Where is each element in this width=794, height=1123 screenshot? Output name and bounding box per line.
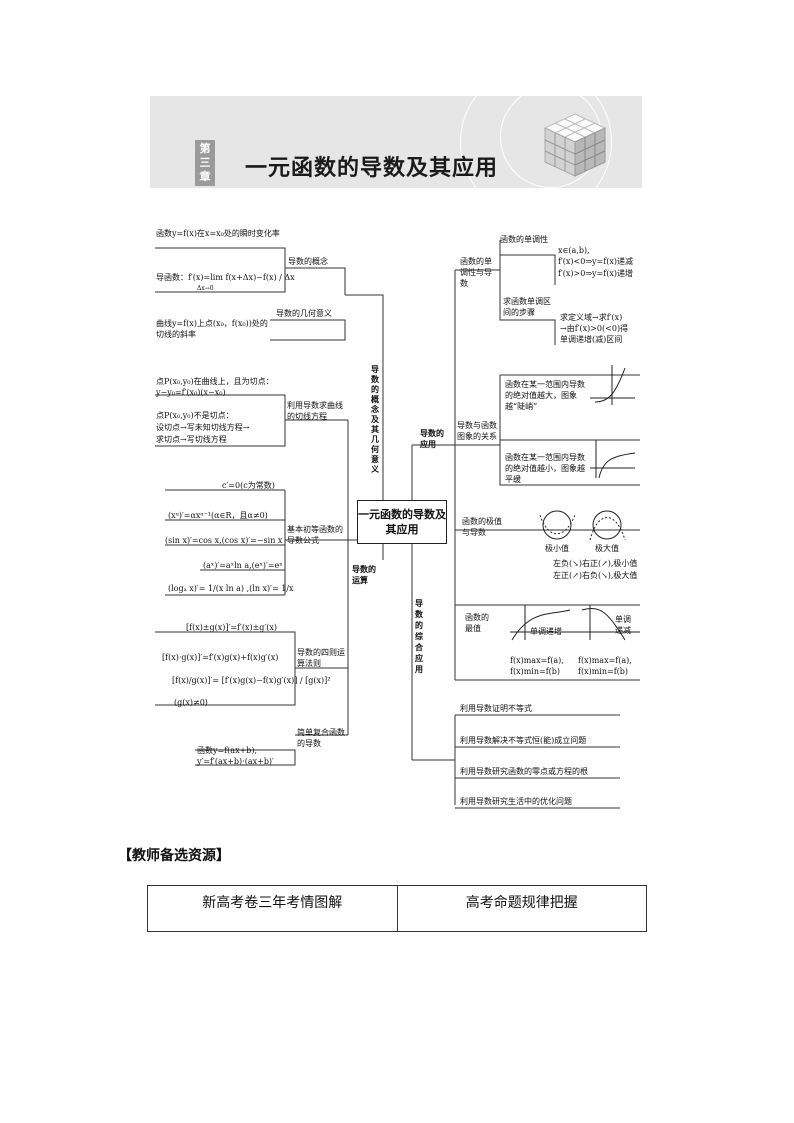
max1-line1: f(x)max=f(a),: [510, 656, 564, 665]
table-cell: 新高考卷三年考情图解: [148, 886, 398, 931]
formula-trig: (sin x)′=cos x,(cos x)′=−sin x: [165, 536, 283, 545]
max1-line2: f(x)min=f(b): [510, 667, 561, 676]
extreme-rule1: 左负(↘)右正(↗),极小值: [553, 559, 638, 568]
extreme-max-label: 极大值: [595, 544, 619, 553]
comprehensive-1: 利用导数证明不等式: [460, 704, 532, 713]
comprehensive-2: 利用导数解决不等式恒(能)成立问题: [460, 736, 587, 745]
max2-line2: f(x)min=f(b): [578, 667, 629, 676]
inc-label: 单调递增: [530, 627, 562, 636]
tangent-eq-node: 利用导数求曲线的切线方程: [287, 401, 343, 421]
comprehensive-4: 利用导数研究生活中的优化问题: [460, 797, 572, 806]
flat-text: 函数在某一范围内导数的绝对值越小，图象越平缓: [505, 453, 585, 484]
four-ops-node: 导数的四则运算法则: [297, 648, 345, 668]
branch-concept-label: 导数的概念及其几何意义: [371, 365, 379, 474]
tangent-not-line3: 求切点→写切线方程: [156, 435, 227, 444]
graph-group-node: 导数与函数图象的关系: [457, 421, 497, 441]
rule-quotient: [f(x)/g(x)]′= [f′(x)g(x)−f(x)g′(x)] / [g…: [172, 676, 331, 685]
tangent-slope-text: 曲线y=f(x)上点(x₀，f(x₀))处的切线的斜率: [156, 319, 268, 339]
extreme-min-label: 极小值: [545, 544, 569, 553]
mono-group-node: 函数的单调性与导数: [460, 257, 492, 288]
graph-flat: [590, 440, 636, 479]
geometric-node: 导数的几何意义: [276, 309, 332, 318]
steps-line1: 求定义域→求f′(x): [560, 313, 623, 322]
rule-quotient-cond: (g(x)≠0): [174, 698, 208, 707]
decorative-circle: [460, 96, 612, 188]
mono-line3: f′(x)>0⇒y=f(x)递增: [558, 269, 633, 278]
max2-line1: f(x)max=f(a),: [578, 656, 632, 665]
branch-comprehensive-label: 导数的综合应用: [415, 599, 423, 674]
steep-text: 函数在某一范围内导数的绝对值越大，图象越“陡峭”: [505, 380, 585, 411]
steps-line2: →由f′(x)>0(<0)得: [560, 324, 629, 333]
max-group-node: 函数的最值: [465, 613, 489, 633]
instant-rate-text: 函数y=f(x)在x=x₀处的瞬时变化率: [156, 229, 280, 238]
tangent-at-line1: 点P(x₀,y₀)在曲线上，且为切点：: [156, 377, 274, 386]
rule-sum: [f(x)±g(x)]′=f′(x)±g′(x): [186, 623, 277, 632]
formula-exp: (aˣ)′=aˣln a,(eˣ)′=eˣ: [203, 561, 283, 570]
graph-steep: [590, 365, 635, 405]
tangent-not-line2: 设切点→写未知切线方程→: [156, 423, 250, 432]
chapter-tab: 第三章: [195, 140, 215, 186]
formula-const: c′=0(c为常数): [222, 481, 275, 490]
resource-table: 新高考卷三年考情图解 高考命题规律把握: [147, 885, 647, 932]
mono-line2: f′(x)<0⇒y=f(x)递减: [558, 257, 633, 266]
composite-line1: 函数y=f(ax+b),: [197, 746, 258, 755]
basic-formulas-node: 基本初等函数的导数公式: [287, 525, 343, 545]
comprehensive-3: 利用导数研究函数的零点或方程的根: [460, 767, 588, 776]
teacher-resources-heading: 【教师备选资源】: [118, 848, 230, 864]
graph-maxmin: [510, 605, 640, 641]
limit-sub-text: Δx→0: [197, 285, 214, 292]
formula-log: (logₐ x)′= 1/(x ln a) ,(ln x)′= 1/x: [168, 584, 294, 593]
branch-operation-label: 导数的运算: [352, 565, 376, 585]
mono-steps-node: 求函数单调区间的步骤: [503, 297, 551, 317]
chapter-banner: [150, 96, 642, 188]
composite-line2: y′=f′(ax+b)·(ax+b)′: [197, 757, 274, 766]
dec-label: 单调递减: [615, 615, 631, 635]
table-cell: 高考命题规律把握: [465, 895, 578, 911]
composite-node: 简单复合函数的导数: [297, 728, 345, 748]
extreme-group-node: 函数的极值与导数: [462, 517, 502, 537]
graph-extrema: [539, 510, 626, 541]
center-node: 一元函数的导数及其应用: [357, 500, 447, 544]
mono-node: 函数的单调性: [500, 235, 548, 244]
tangent-at-line2: y−y₀=f′(x₀)(x−x₀): [156, 388, 226, 397]
steps-line3: 单调递增(减)区间: [560, 335, 623, 344]
rule-product: [f(x)·g(x)]′=f′(x)g(x)+f(x)g′(x): [162, 653, 279, 662]
page-title: 一元函数的导数及其应用: [245, 156, 499, 181]
cube-icon: [543, 113, 607, 177]
derivative-def-text: 导函数：f′(x)=lim f(x+Δx)−f(x) / Δx: [156, 273, 295, 282]
branch-application-label: 导数的应用: [420, 429, 444, 449]
mono-line1: x∈(a,b),: [558, 246, 590, 255]
extreme-rule2: 左正(↗)右负(↘),极大值: [553, 571, 638, 580]
tangent-not-line1: 点P(x₀,y₀)不是切点：: [156, 411, 234, 420]
concept-node: 导数的概念: [288, 257, 328, 266]
formula-power: (xᵅ)′=αxᵅ⁻¹(α∈R，且α≠0): [168, 511, 268, 520]
